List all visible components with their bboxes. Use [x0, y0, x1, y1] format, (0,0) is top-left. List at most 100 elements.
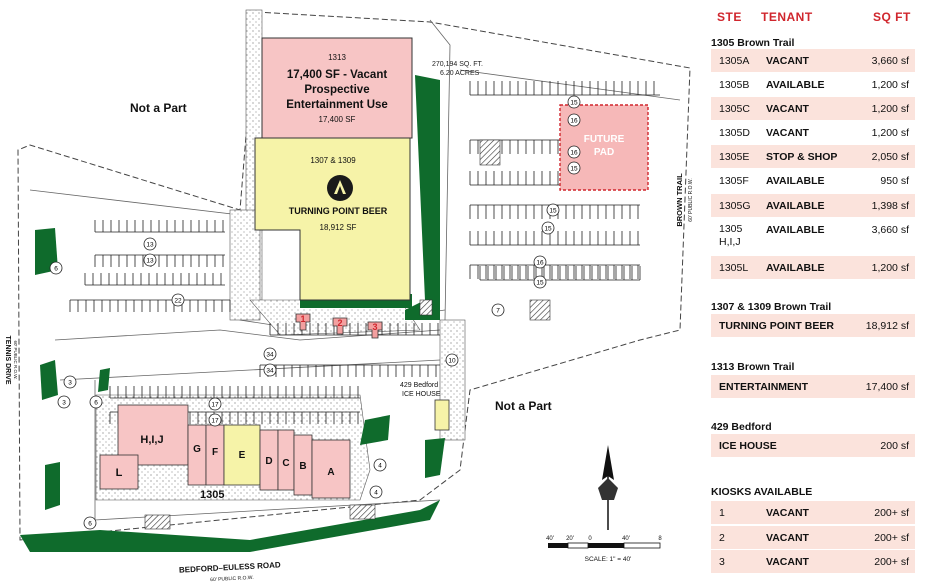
row-ste: 1305L — [719, 262, 749, 274]
parking-count-label: 15 — [536, 280, 544, 287]
legend-row-1305l[interactable]: 1305L AVAILABLE 1,200 sf — [711, 256, 915, 279]
parking-count-circle — [57, 395, 71, 409]
ice-house-building[interactable] — [434, 399, 450, 431]
kiosk-2[interactable] — [332, 317, 348, 335]
parking-count-circle — [89, 395, 103, 409]
unit-a-label: A — [327, 467, 334, 478]
building-1307-number: 1307 & 1309 — [310, 156, 356, 165]
parking-count-label: 15 — [549, 208, 557, 215]
unit-a[interactable] — [311, 439, 351, 499]
row-tenant: STOP & SHOP — [766, 151, 838, 163]
unit-g-label: G — [193, 444, 201, 455]
legend-header-sqft: SQ FT — [873, 10, 911, 24]
parking-count-label: 6 — [88, 521, 92, 528]
legend-group-title: 1305 Brown Trail — [711, 37, 795, 49]
parking-count-label: 16 — [570, 150, 578, 157]
unit-e[interactable] — [223, 424, 261, 486]
kiosk-3-label: 3 — [372, 322, 377, 332]
scale-tick-1: 20' — [566, 536, 574, 542]
row-tenant: VACANT — [766, 556, 809, 568]
lot-area-line2: 6.20 ACRES — [440, 70, 480, 77]
parking-count-label: 15 — [570, 100, 578, 107]
kiosk-2-label: 2 — [337, 318, 342, 328]
row-tenant: VACANT — [766, 103, 809, 115]
row-ste: 1305G — [719, 200, 751, 212]
legend-row-turning-point[interactable]: TURNING POINT BEER 18,912 sf — [711, 314, 915, 337]
kiosk-1[interactable] — [295, 313, 311, 331]
road-brown-trail: BROWN TRAIL — [675, 173, 684, 227]
building-1313[interactable] — [261, 37, 413, 139]
unit-f-label: F — [212, 447, 218, 458]
building-1313-number: 1313 — [328, 53, 346, 62]
scale-tick-2: 0 — [588, 536, 592, 542]
building-1313-line2: Prospective — [304, 84, 369, 96]
kiosks — [295, 313, 383, 339]
unit-hij-label: H,I,J — [140, 434, 163, 446]
parking-count-circle — [83, 516, 97, 530]
row-ste: 1305E — [719, 151, 750, 163]
parking-count-circle — [567, 161, 581, 175]
row-ste: 1305D — [719, 127, 750, 139]
legend-row-kiosk-3[interactable]: 3 VACANT 200+ sf — [711, 550, 915, 573]
parking-count-circle — [567, 145, 581, 159]
kiosk-1-label: 1 — [300, 314, 305, 324]
legend-row-1305d[interactable]: 1305D VACANT 1,200 sf — [711, 121, 915, 144]
parking-count-label: 34 — [266, 352, 274, 359]
parking-count-label: 3 — [62, 400, 66, 407]
road-bedford-sub: 60' PUBLIC R.O.W. — [210, 575, 254, 583]
parking-count-label: 10 — [448, 358, 456, 365]
unit-l[interactable] — [99, 454, 139, 490]
strip-1305 — [99, 404, 351, 499]
legend-row-1305f[interactable]: 1305F AVAILABLE 950 sf — [711, 169, 915, 192]
row-tenant: ENTERTAINMENT — [719, 381, 809, 393]
ice-house-line2: ICE HOUSE — [402, 391, 441, 398]
scale-tick-0: 40' — [546, 536, 554, 542]
parking-count-circle — [491, 303, 505, 317]
legend-group-title: KIOSKS AVAILABLE — [711, 486, 813, 498]
row-sqft: 1,200 sf — [871, 79, 909, 91]
row-ste: 3 — [719, 556, 725, 568]
turning-point-logo — [327, 175, 353, 201]
parking-count-label: 7 — [496, 308, 500, 315]
not-a-part-north: Not a Part — [130, 101, 187, 115]
kiosk-3[interactable] — [367, 321, 383, 339]
row-sqft: 18,912 sf — [865, 320, 909, 332]
parking-count-label: 6 — [54, 266, 58, 273]
parking-count-label: 4 — [378, 463, 382, 470]
legend-row-ice-house[interactable]: ICE HOUSE 200 sf — [711, 434, 915, 457]
row-sqft: 200+ sf — [874, 507, 909, 519]
row-sqft: 200 sf — [880, 440, 909, 452]
row-ste: 1305 H,I,J — [719, 223, 743, 248]
row-tenant: VACANT — [766, 127, 809, 139]
legend-row-kiosk-1[interactable]: 1 VACANT 200+ sf — [711, 501, 915, 524]
parking-count-circle — [263, 363, 277, 377]
legend-row-1305c[interactable]: 1305C VACANT 1,200 sf — [711, 97, 915, 120]
unit-g[interactable] — [187, 424, 207, 486]
parking-count-circle — [533, 255, 547, 269]
strip-1305-label: 1305 — [200, 489, 224, 501]
parking-count-label: 6 — [94, 400, 98, 407]
building-1313-line3: Entertainment Use — [286, 99, 388, 111]
site-plan-map: Not a Part Not a Part 1313 17,400 SF - V… — [4, 9, 694, 583]
row-ste: 1305F — [719, 175, 749, 187]
tenant-legend: STE TENANT SQ FT 1305 Brown Trail 1305A … — [703, 0, 925, 588]
row-tenant: AVAILABLE — [766, 200, 825, 212]
row-ste: 1305C — [719, 103, 750, 115]
landscaping — [20, 75, 445, 552]
legend-row-1305hij[interactable]: 1305 H,I,J AVAILABLE 3,660 sf — [711, 218, 915, 256]
legend-row-entertainment[interactable]: ENTERTAINMENT 17,400 sf — [711, 375, 915, 398]
legend-row-1305b[interactable]: 1305B AVAILABLE 1,200 sf — [711, 73, 915, 96]
road-tennis-drive: TENNIS DRIVE — [4, 335, 11, 384]
row-ste: 2 — [719, 532, 725, 544]
parking-count-circle — [171, 293, 185, 307]
legend-row-1305g[interactable]: 1305G AVAILABLE 1,398 sf — [711, 194, 915, 217]
parking-count-label: 22 — [174, 298, 182, 305]
row-sqft: 17,400 sf — [865, 381, 909, 393]
legend-row-1305e[interactable]: 1305E STOP & SHOP 2,050 sf — [711, 145, 915, 168]
legend-row-1305a[interactable]: 1305A VACANT 3,660 sf — [711, 49, 915, 72]
row-sqft: 3,660 sf — [871, 55, 909, 67]
unit-e-label: E — [239, 450, 246, 461]
building-1307-1309[interactable] — [254, 137, 411, 301]
legend-row-kiosk-2[interactable]: 2 VACANT 200+ sf — [711, 526, 915, 549]
row-tenant: ICE HOUSE — [719, 440, 777, 452]
